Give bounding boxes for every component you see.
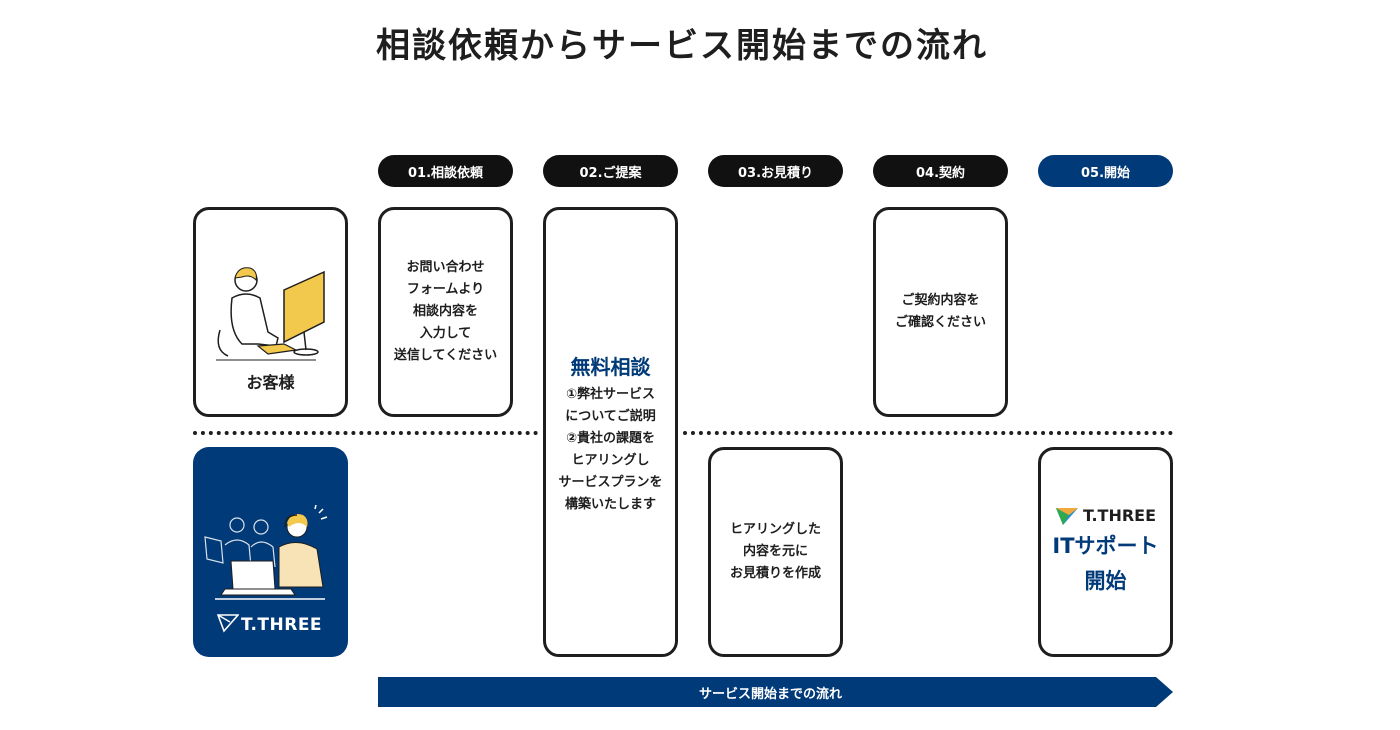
proposal-box: 無料相談 ①弊社サービス についてご説明 ②貴社の課題を ヒアリングし サービス… [543, 207, 678, 657]
tthree-color-logo-icon [1055, 508, 1078, 525]
inquiry-text-4: 入力して [419, 326, 472, 341]
flow-arrow-bar [378, 677, 1173, 707]
proposal-text-5: サービスプランを [558, 475, 663, 490]
start-text-2: 開始 [1084, 569, 1127, 593]
proposal-text-3: ②貴社の課題を [565, 431, 655, 446]
step-2-pill: 02.ご提案 [543, 155, 678, 187]
contract-text-1: ご契約内容を [901, 293, 980, 308]
step-5-pill: 05.開始 [1038, 155, 1173, 187]
tthree-logo-icon [217, 614, 239, 633]
estimate-text-2: 内容を元に [742, 544, 808, 559]
lane-divider-left [193, 431, 538, 435]
estimate-box: ヒアリングした 内容を元に お見積りを作成 [708, 447, 843, 657]
start-logo: T.THREE [1055, 505, 1156, 527]
step-4-pill: 04.契約 [873, 155, 1008, 187]
start-box: T.THREE ITサポート 開始 [1038, 447, 1173, 657]
estimate-text-3: お見積りを作成 [729, 566, 821, 581]
company-logo-text: T.THREE [240, 615, 323, 635]
customer-box: お客様 [193, 207, 348, 417]
customer-at-computer-icon [216, 267, 325, 361]
start-text-1: ITサポート [1052, 534, 1159, 558]
inquiry-text-3: 相談内容を [412, 304, 478, 319]
lane-divider-right [683, 431, 1173, 435]
inquiry-text-5: 送信してください [393, 348, 498, 363]
proposal-heading: 無料相談 [570, 355, 651, 379]
customer-label: お客様 [246, 373, 295, 392]
inquiry-box: お問い合わせ フォームより 相談内容を 入力して 送信してください [378, 207, 513, 417]
contract-box: ご契約内容を ご確認ください [873, 207, 1008, 417]
step-3-pill: 03.お見積り [708, 155, 843, 187]
proposal-text-2: についてご説明 [565, 409, 656, 424]
step-1-pill: 01.相談依頼 [378, 155, 513, 187]
flow-arrow-label: サービス開始までの流れ [698, 686, 842, 702]
proposal-text-4: ヒアリングし [571, 453, 650, 468]
support-staff-icon [204, 505, 328, 600]
page-title: 相談依頼からサービス開始までの流れ [376, 26, 988, 66]
estimate-text-1: ヒアリングした [729, 522, 821, 537]
contract-text-2: ご確認ください [894, 315, 986, 330]
proposal-text-1: ①弊社サービス [565, 387, 655, 402]
start-logo-text: T.THREE [1082, 506, 1157, 525]
company-box: T.THREE [193, 447, 348, 657]
inquiry-text-1: お問い合わせ [406, 260, 485, 275]
inquiry-text-2: フォームより [406, 282, 485, 297]
proposal-text-6: 構築いたします [564, 497, 656, 512]
